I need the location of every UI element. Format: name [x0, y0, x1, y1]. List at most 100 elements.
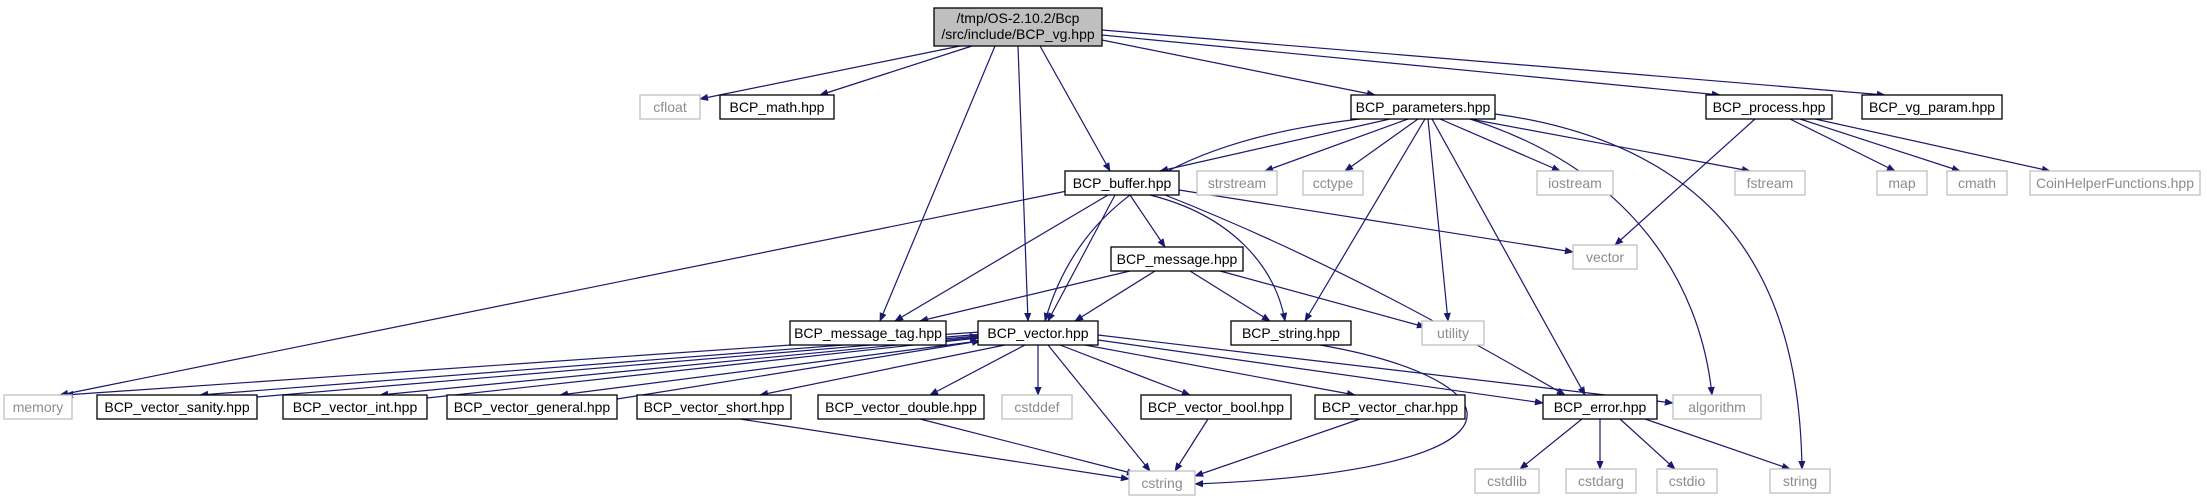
- node-utility[interactable]: utility: [1421, 320, 1485, 346]
- edge-bcp-string-to-cstring: [1194, 344, 1468, 488]
- node-label: cstddef: [1014, 399, 1059, 415]
- node-bcp-vector-char[interactable]: BCP_vector_char.hpp: [1314, 394, 1466, 420]
- edge-params-to-fstream: [1469, 118, 1751, 174]
- edge-root-bcp-vg-to-bcp-vector: [1017, 45, 1032, 322]
- edge-root-bcp-vg-to-bcp-buffer: [1039, 45, 1111, 172]
- node-bcp-vector-bool[interactable]: BCP_vector_bool.hpp: [1140, 394, 1292, 420]
- edge-buffer-to-bcp-message: [1129, 194, 1166, 248]
- edge-vector-int-to-bcp-vector: [426, 335, 979, 399]
- node-label: BCP_parameters.hpp: [1356, 99, 1491, 115]
- edge-params-to-utility: [1427, 118, 1451, 322]
- node-cstdlib[interactable]: cstdlib: [1474, 468, 1540, 494]
- node-label: BCP_vector_bool.hpp: [1148, 399, 1284, 415]
- node-label: iostream: [1548, 175, 1602, 191]
- root-label-line2: /src/include/BCP_vg.hpp: [941, 26, 1095, 42]
- node-label: BCP_string.hpp: [1242, 325, 1340, 341]
- node-cfloat[interactable]: cfloat: [639, 94, 701, 120]
- node-bcp-vector-double[interactable]: BCP_vector_double.hpp: [817, 394, 985, 420]
- node-label: cstdio: [1669, 473, 1706, 489]
- edge-root-bcp-vg-to-bcp-parameters: [1101, 39, 1376, 97]
- node-bcp-message-tag[interactable]: BCP_message_tag.hpp: [789, 320, 947, 346]
- edge-process-to-map: [1789, 118, 1896, 172]
- node-memory[interactable]: memory: [3, 394, 73, 420]
- node-label: BCP_process.hpp: [1713, 99, 1826, 115]
- node-iostream[interactable]: iostream: [1536, 170, 1614, 196]
- edge-message-to-bcp-message-tag: [919, 270, 1131, 323]
- edge-buffer-to-memory: [59, 190, 1068, 397]
- node-label: BCP_vector_char.hpp: [1322, 399, 1458, 415]
- node-bcp-parameters[interactable]: BCP_parameters.hpp: [1350, 94, 1496, 120]
- node-label: BCP_message_tag.hpp: [794, 325, 942, 341]
- node-string-std[interactable]: string: [1769, 468, 1831, 494]
- node-map[interactable]: map: [1876, 170, 1928, 196]
- node-label: fstream: [1747, 175, 1794, 191]
- edge-buffer-to-bcp-string: [1149, 194, 1288, 322]
- node-bcp-error[interactable]: BCP_error.hpp: [1542, 394, 1658, 420]
- graph-nodes: /tmp/OS-2.10.2/Bcp /src/include/BCP_vg.h…: [3, 7, 2201, 496]
- node-label: CoinHelperFunctions.hpp: [2036, 175, 2194, 191]
- node-label: BCP_vector_sanity.hpp: [104, 399, 249, 415]
- node-bcp-vector[interactable]: BCP_vector.hpp: [977, 320, 1099, 346]
- node-algorithm[interactable]: algorithm: [1672, 394, 1762, 420]
- edge-vector-double-to-cstring: [919, 418, 1136, 476]
- edge-root-bcp-vg-to-bcp-message-tag: [879, 45, 996, 322]
- edge-message-to-utility: [1219, 270, 1426, 329]
- node-bcp-message[interactable]: BCP_message.hpp: [1110, 246, 1244, 272]
- node-root-bcp-vg[interactable]: /tmp/OS-2.10.2/Bcp /src/include/BCP_vg.h…: [933, 7, 1103, 47]
- edge-params-to-bcp-buffer: [1159, 118, 1391, 173]
- node-cstdio[interactable]: cstdio: [1656, 468, 1718, 494]
- node-vector-std[interactable]: vector: [1572, 244, 1638, 270]
- node-bcp-buffer[interactable]: BCP_buffer.hpp: [1064, 170, 1180, 196]
- edge-vector-char-to-cstring: [1194, 418, 1361, 477]
- node-label: cctype: [1313, 175, 1354, 191]
- node-strstream[interactable]: strstream: [1196, 170, 1278, 196]
- edge-params-to-bcp-vector: [1043, 118, 1361, 322]
- edge-bcp-vector-to-vector-general: [559, 338, 996, 398]
- node-coinhelperfunctions[interactable]: CoinHelperFunctions.hpp: [2029, 170, 2201, 196]
- node-bcp-vector-short[interactable]: BCP_vector_short.hpp: [636, 394, 792, 420]
- node-fstream[interactable]: fstream: [1734, 170, 1806, 196]
- edge-bcp-vector-to-vector-double: [929, 344, 1026, 396]
- node-bcp-vg-param[interactable]: BCP_vg_param.hpp: [1861, 94, 2003, 120]
- edge-params-to-bcp-string: [1304, 118, 1426, 322]
- node-label: utility: [1437, 325, 1469, 341]
- edge-params-to-bcp-error: [1431, 118, 1586, 396]
- edge-buffer-to-bcp-error: [1164, 194, 1566, 396]
- node-cstdarg[interactable]: cstdarg: [1565, 468, 1637, 494]
- node-label: BCP_vector_double.hpp: [825, 399, 977, 415]
- edge-bcp-vector-to-cstring: [1047, 344, 1151, 472]
- node-bcp-process[interactable]: BCP_process.hpp: [1705, 94, 1833, 120]
- edge-buffer-to-bcp-message-tag: [894, 194, 1109, 322]
- node-bcp-string[interactable]: BCP_string.hpp: [1230, 320, 1352, 346]
- root-label-line1: /tmp/OS-2.10.2/Bcp: [957, 10, 1080, 26]
- node-label: algorithm: [1688, 399, 1746, 415]
- node-label: memory: [13, 399, 64, 415]
- node-label: BCP_message.hpp: [1117, 251, 1238, 267]
- node-cctype[interactable]: cctype: [1302, 170, 1364, 196]
- node-label: BCP_vector_short.hpp: [644, 399, 785, 415]
- node-cstring[interactable]: cstring: [1128, 470, 1196, 496]
- edge-bcp-vector-to-vector-int: [379, 335, 991, 398]
- node-label: cstring: [1141, 475, 1182, 491]
- node-bcp-vector-sanity[interactable]: BCP_vector_sanity.hpp: [96, 394, 258, 420]
- node-label: cstdarg: [1578, 473, 1624, 489]
- edge-root-bcp-vg-to-bcp-process: [1101, 34, 1721, 98]
- edge-params-to-cctype: [1344, 118, 1419, 172]
- edge-vector-short-to-cstring: [739, 418, 1130, 482]
- edge-vector-bool-to-cstring: [1174, 418, 1209, 472]
- edge-bcp-vector-to-vector-char: [1084, 344, 1356, 398]
- node-bcp-math[interactable]: BCP_math.hpp: [719, 94, 835, 120]
- node-bcp-vector-int[interactable]: BCP_vector_int.hpp: [282, 394, 428, 420]
- edge-buffer-to-vector-std: [1178, 189, 1574, 255]
- node-bcp-vector-general[interactable]: BCP_vector_general.hpp: [446, 394, 618, 420]
- node-label: BCP_vg_param.hpp: [1869, 99, 1995, 115]
- node-cmath[interactable]: cmath: [1946, 170, 2008, 196]
- edge-vector-general-to-bcp-vector: [616, 338, 981, 400]
- node-label: string: [1783, 473, 1817, 489]
- edge-message-to-bcp-vector: [1074, 270, 1156, 322]
- edge-params-to-iostream: [1439, 118, 1561, 172]
- node-cstddef[interactable]: cstddef: [1001, 394, 1073, 420]
- node-label: BCP_buffer.hpp: [1073, 175, 1172, 191]
- edge-params-to-algorithm: [1469, 118, 1715, 396]
